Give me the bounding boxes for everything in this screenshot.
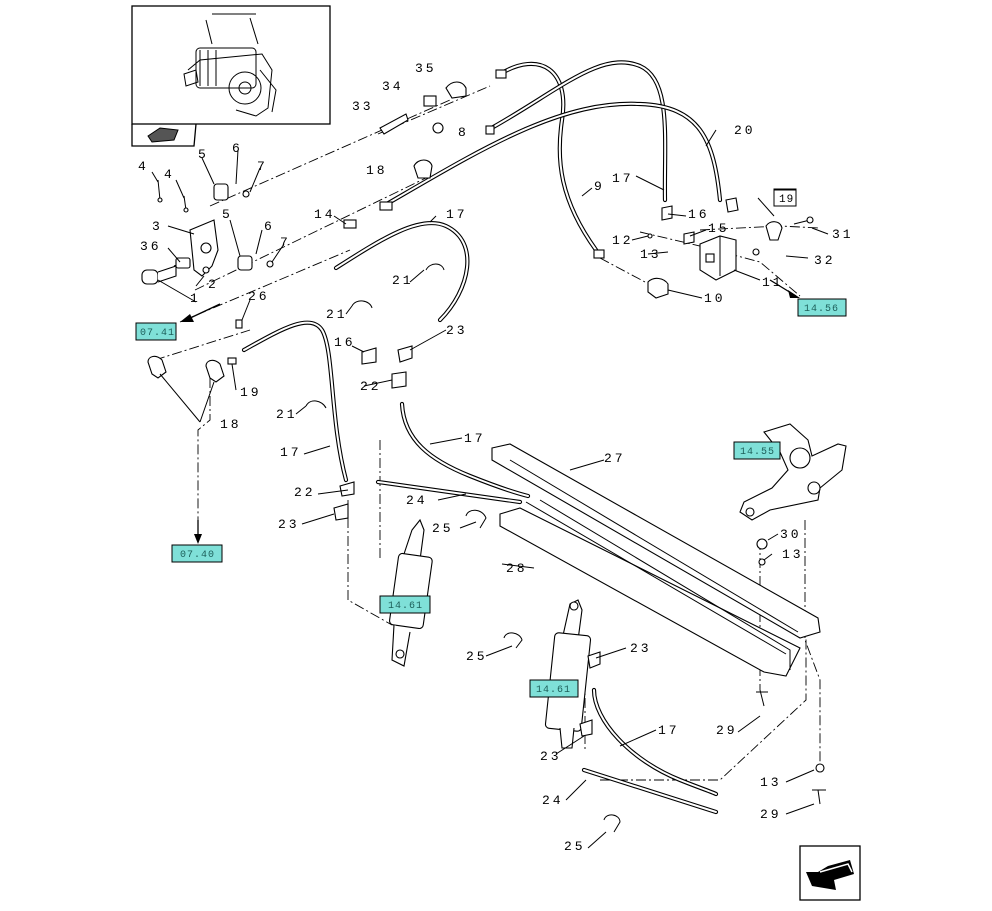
callout-label: 2 [208, 277, 219, 292]
callout-label: 14 [314, 207, 336, 222]
callout-label: 27 [604, 451, 626, 466]
callout-label: 13 [760, 775, 782, 790]
callout-label: 36 [140, 239, 162, 254]
callout-label: 17 [658, 723, 680, 738]
channel-bracket-27 [491, 443, 821, 677]
callout-label: 11 [762, 275, 784, 290]
callout-label: 32 [814, 253, 836, 268]
callout-label: 17 [612, 171, 634, 186]
leader-dashed-lines [154, 85, 821, 781]
callout-label: 6 [232, 141, 243, 156]
callout-label: 25 [466, 649, 488, 664]
callout-label: 20 [734, 123, 756, 138]
callout-label: 7 [280, 235, 291, 250]
callout-label: 4 [138, 159, 149, 174]
svg-text:14.61: 14.61 [388, 601, 423, 612]
svg-text:14.56: 14.56 [804, 304, 839, 315]
callout-label: 17 [464, 431, 486, 446]
callout-label: 25 [432, 521, 454, 536]
callout-label: 28 [506, 561, 528, 576]
callout-label: 5 [198, 147, 209, 162]
callout-label: 23 [630, 641, 652, 656]
reference-arrows [180, 279, 800, 544]
svg-text:14.55: 14.55 [740, 447, 775, 458]
callout-label: 18 [366, 163, 388, 178]
callout-label: 33 [352, 99, 374, 114]
callout-label: 29 [716, 723, 738, 738]
callout-label: 3 [152, 219, 163, 234]
callout-label: 23 [278, 517, 300, 532]
callout-label: 8 [458, 125, 469, 140]
ref-07-40[interactable]: 07.40 [171, 544, 223, 563]
callout-label: 5 [222, 207, 233, 222]
svg-text:07.41: 07.41 [140, 328, 175, 339]
callout-label: 16 [334, 335, 356, 350]
callout-label: 30 [780, 527, 802, 542]
callout-label: 1 [190, 291, 201, 306]
ref-07-41[interactable]: 07.41 [135, 322, 177, 341]
callout-label: 35 [415, 61, 437, 76]
ref-14-55[interactable]: 14.55 [733, 441, 781, 460]
hose-lines [241, 60, 723, 815]
callout-label: 18 [220, 417, 242, 432]
callout-label: 21 [326, 307, 348, 322]
callout-label: 16 [688, 207, 710, 222]
thumbnail-panel[interactable] [131, 5, 331, 147]
callout-label: 29 [760, 807, 782, 822]
svg-text:19: 19 [779, 194, 794, 206]
ref-14-56[interactable]: 14.56 [797, 298, 847, 317]
callout-label: 26 [248, 289, 270, 304]
callout-label: 12 [612, 233, 634, 248]
svg-text:14.61: 14.61 [536, 685, 571, 696]
callout-label: 34 [382, 79, 404, 94]
next-page-arrow-icon[interactable] [799, 845, 861, 901]
callout-label: 21 [276, 407, 298, 422]
callout-label: 13 [640, 247, 662, 262]
boxed-callout-19: 19 [773, 188, 797, 207]
callout-label: 24 [542, 793, 564, 808]
callout-label: 6 [264, 219, 275, 234]
callout-label: 21 [392, 273, 414, 288]
callout-label: 22 [360, 379, 382, 394]
callout-label: 19 [240, 385, 262, 400]
callout-label: 10 [704, 291, 726, 306]
callout-label: 4 [164, 167, 175, 182]
callout-label: 17 [446, 207, 468, 222]
callout-label: 23 [446, 323, 468, 338]
callout-label: 9 [594, 179, 605, 194]
callout-label: 25 [564, 839, 586, 854]
ref-14-61-upper[interactable]: 14.61 [379, 595, 431, 614]
callout-label: 15 [708, 221, 730, 236]
callout-label: 24 [406, 493, 428, 508]
hardware-parts [141, 69, 826, 833]
callout-label: 23 [540, 749, 562, 764]
svg-text:07.40: 07.40 [180, 550, 215, 561]
bell-crank [739, 423, 847, 521]
ref-14-61-lower[interactable]: 14.61 [529, 679, 579, 698]
callout-label: 17 [280, 445, 302, 460]
callout-label: 13 [782, 547, 804, 562]
callout-label: 7 [257, 159, 268, 174]
hydraulic-cylinder-upper [388, 518, 433, 667]
callout-label: 31 [832, 227, 854, 242]
callout-label: 22 [294, 485, 316, 500]
valve-block [647, 235, 737, 299]
